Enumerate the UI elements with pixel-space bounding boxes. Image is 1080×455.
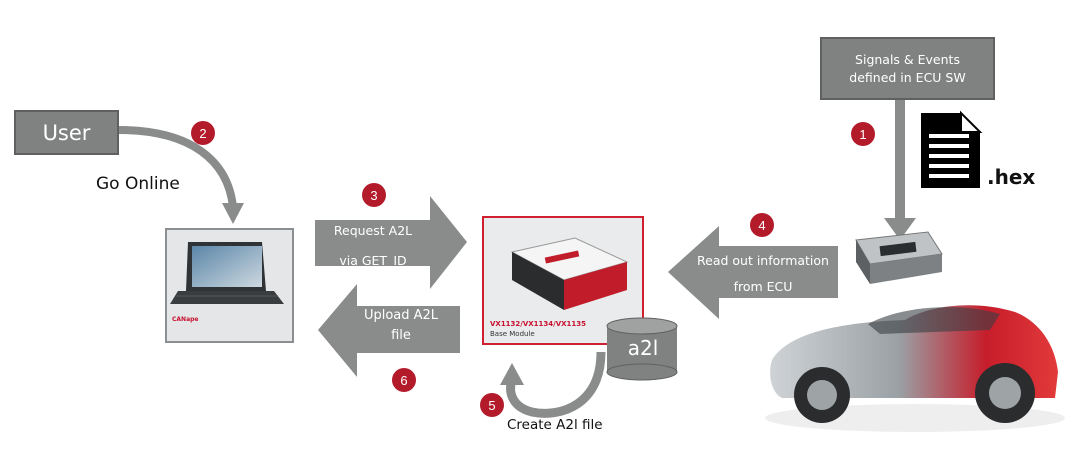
upload-line-1: Upload A2L <box>363 308 439 323</box>
request-line-1: Request A2L <box>333 223 413 238</box>
request-a2l-text: Request A2L via GET_ID <box>318 216 428 276</box>
signals-line-2: defined in ECU SW <box>849 69 966 85</box>
ecu-unit-image <box>855 231 943 284</box>
device-model-label: VX1132/VX1134/VX1135 <box>490 320 587 328</box>
create-a2l-label: Create A2l file <box>507 417 603 433</box>
vx-device-image <box>482 216 644 345</box>
signals-events-box: Signals & Events defined in ECU SW <box>820 37 995 100</box>
step-badge-1: 1 <box>851 122 875 146</box>
canape-laptop-image <box>165 228 294 343</box>
read-out-line-1: Read out information <box>697 253 829 268</box>
a2l-db-label: a2l <box>627 336 659 360</box>
upload-line-2: file <box>391 328 411 343</box>
upload-a2l-text: Upload A2L file <box>346 306 456 346</box>
user-box: User <box>14 110 119 155</box>
request-line-2: via GET_ID <box>339 253 407 268</box>
request-a2l-arrow <box>315 196 467 289</box>
create-a2l-loop-arrow <box>506 351 606 418</box>
signals-line-1: Signals & Events <box>855 51 960 67</box>
step-badge-6: 6 <box>392 368 416 392</box>
read-out-line-2: from ECU <box>733 279 793 294</box>
hex-label: .hex <box>987 165 1036 189</box>
a2l-database-cylinder <box>606 317 678 381</box>
create-a2l-loop-arrowhead <box>500 363 524 385</box>
hex-document-icon <box>921 110 983 188</box>
step-badge-3: 3 <box>362 183 386 207</box>
car-image <box>765 305 1065 432</box>
step-badge-4: 4 <box>750 213 774 237</box>
signals-to-ecu-shaft <box>895 100 905 220</box>
go-online-arrowhead <box>222 203 244 224</box>
go-online-curve <box>118 126 237 208</box>
step-badge-5: 5 <box>480 393 504 417</box>
user-label: User <box>42 120 91 145</box>
go-online-label: Go Online <box>96 174 180 194</box>
canape-brand-label: CANape <box>172 316 199 323</box>
read-out-text: Read out information from ECU <box>688 248 838 300</box>
step-badge-2: 2 <box>191 121 215 145</box>
signals-to-ecu-arrowhead <box>884 218 916 240</box>
upload-a2l-arrow <box>318 284 460 377</box>
read-out-arrow <box>668 226 838 319</box>
device-sub-label: Base Module <box>490 330 535 338</box>
